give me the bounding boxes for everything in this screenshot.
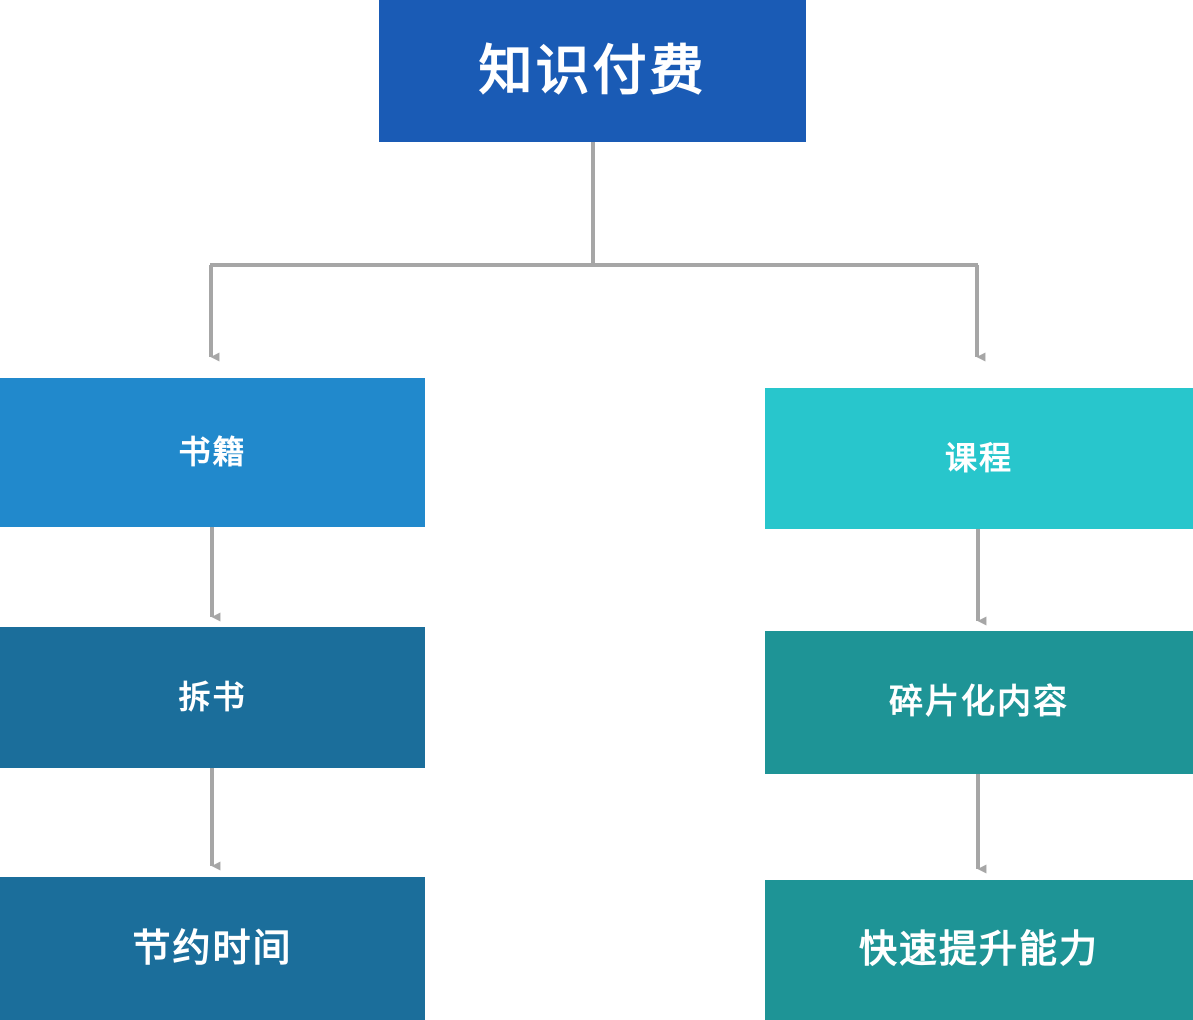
node-fast-skill-improvement[interactable]: 快速提升能力 <box>765 880 1193 1020</box>
node-label: 拆书 <box>178 677 247 716</box>
edge-root-split <box>210 142 978 267</box>
node-save-time[interactable]: 节约时间 <box>0 877 425 1020</box>
node-label: 课程 <box>944 438 1013 477</box>
node-courses[interactable]: 课程 <box>765 388 1193 529</box>
node-label: 书籍 <box>178 432 247 471</box>
node-label: 快速提升能力 <box>858 927 1099 972</box>
node-books[interactable]: 书籍 <box>0 378 425 527</box>
node-label: 节约时间 <box>132 925 293 970</box>
node-fragmented-content[interactable]: 碎片化内容 <box>765 631 1193 774</box>
node-label: 知识付费 <box>478 39 707 103</box>
node-book-breakdown[interactable]: 拆书 <box>0 627 425 768</box>
node-label: 碎片化内容 <box>889 681 1069 722</box>
node-root-knowledge-payment[interactable]: 知识付费 <box>379 0 806 142</box>
